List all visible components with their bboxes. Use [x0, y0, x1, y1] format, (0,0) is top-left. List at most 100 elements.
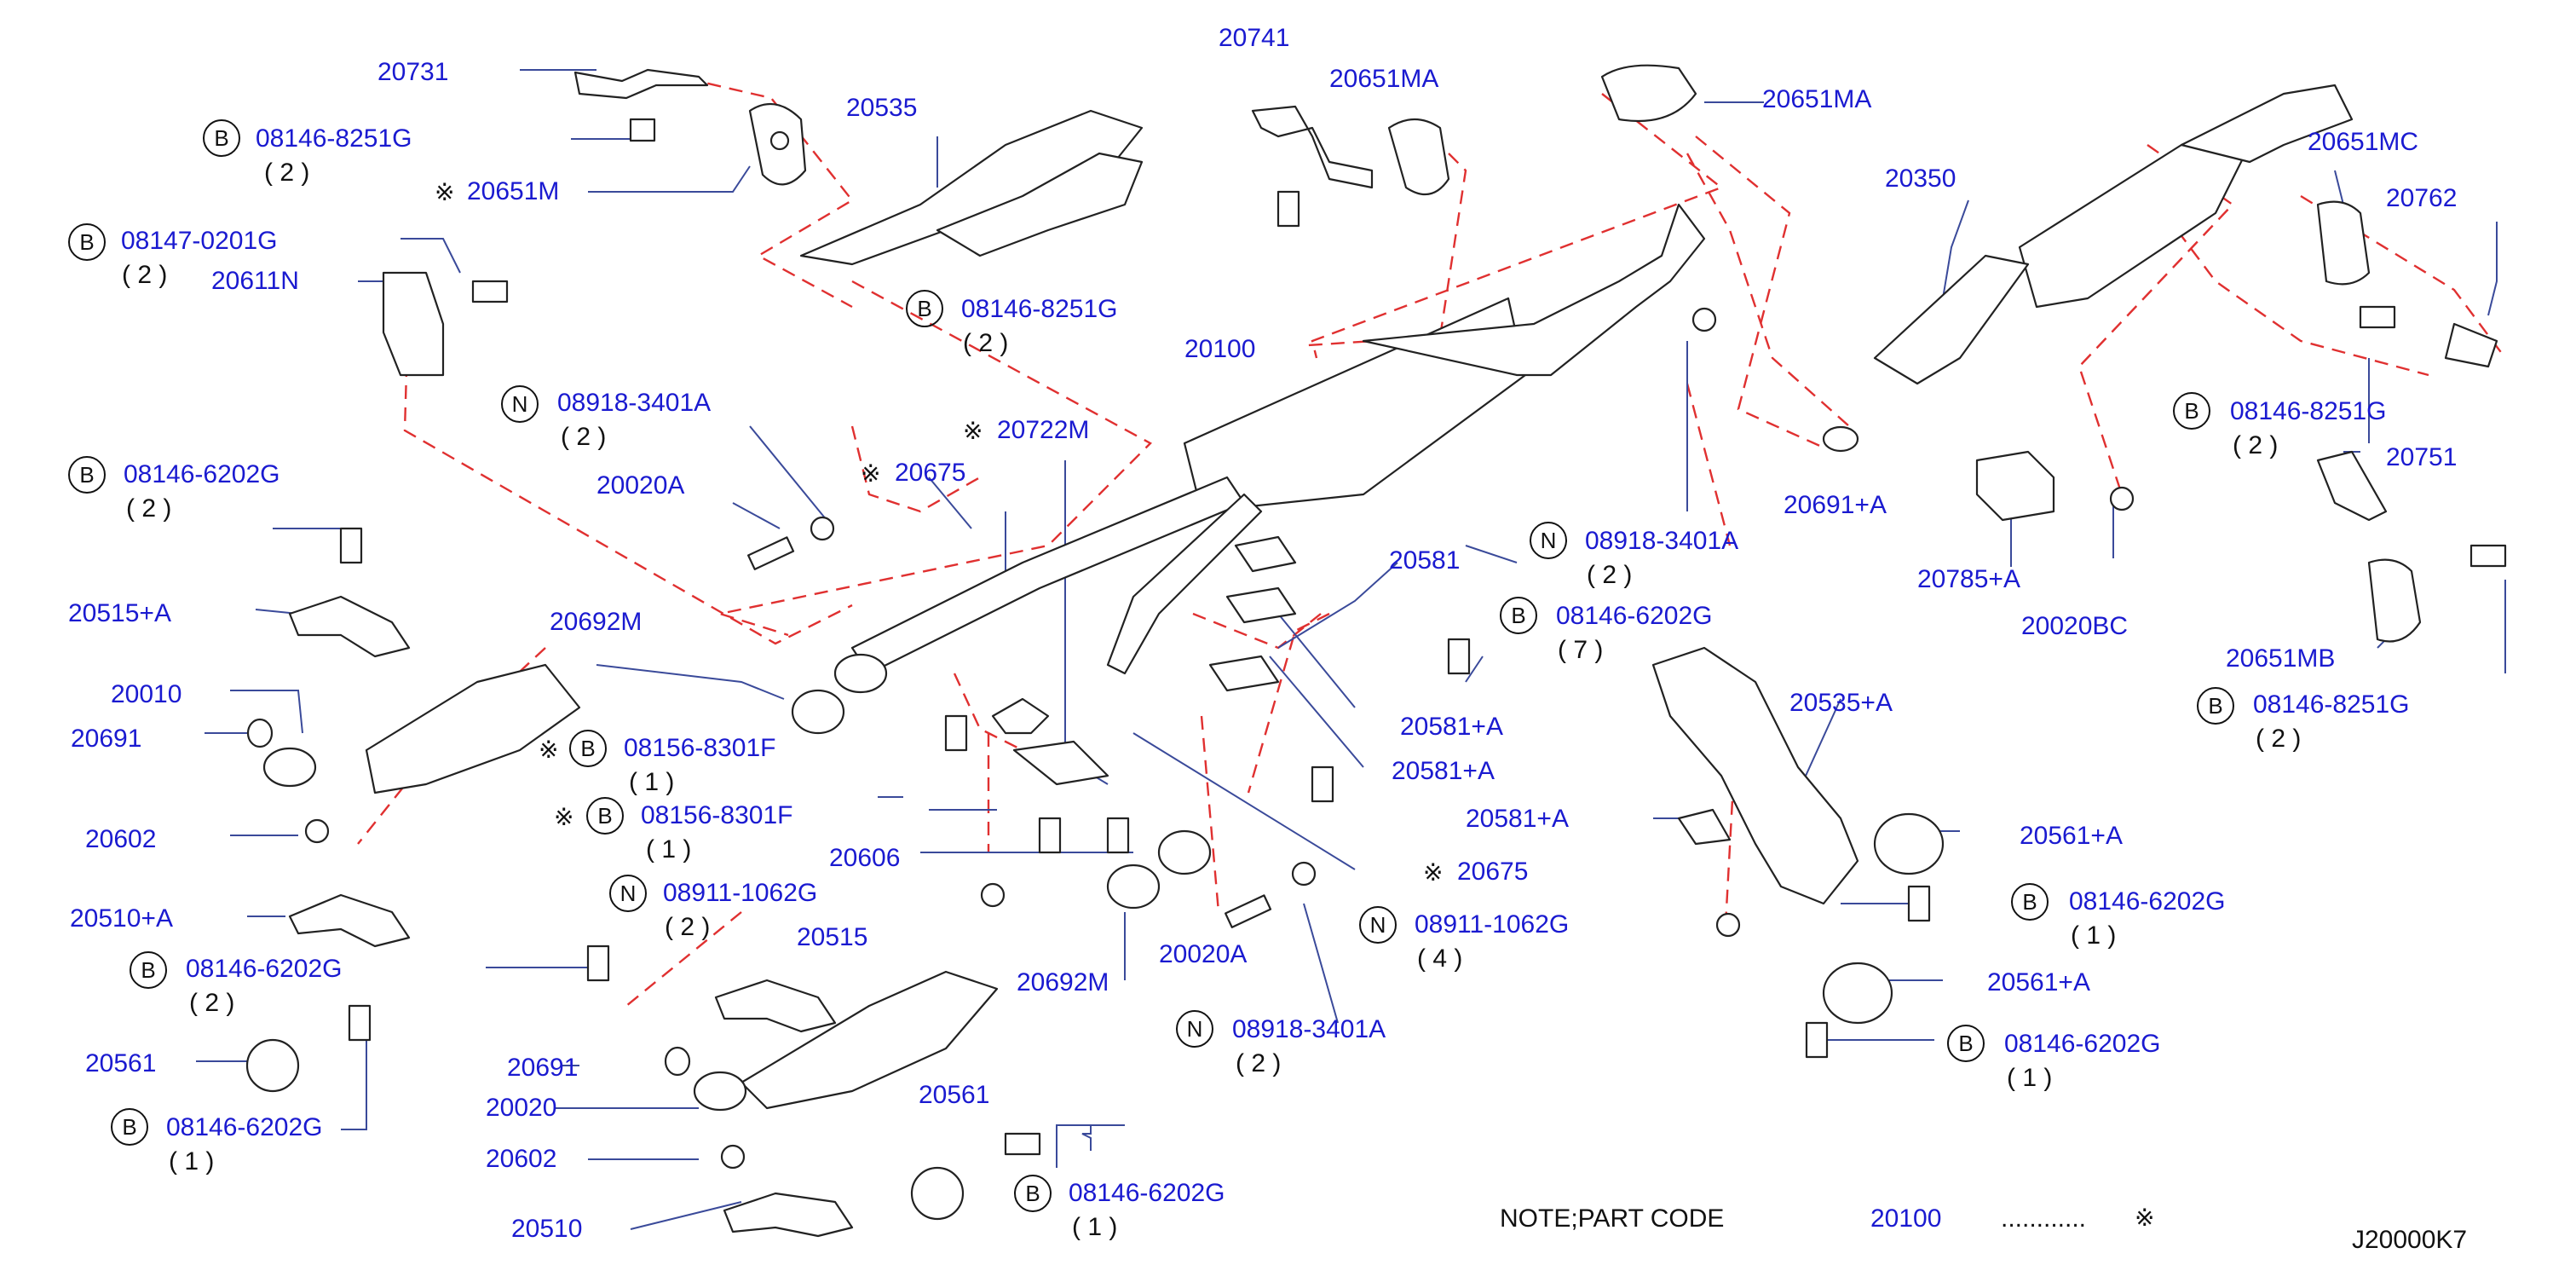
ref-symbol: ※	[1423, 859, 1444, 886]
bolt-symbol: B	[569, 730, 607, 767]
bolt-symbol: B	[68, 223, 106, 261]
label-20581-A: 20581+A	[1392, 757, 1495, 785]
qty: ( 2 )	[126, 494, 172, 523]
label-08146-6202G: 08146-6202G	[1069, 1179, 1225, 1207]
label-20602: 20602	[486, 1145, 557, 1173]
nut-symbol: N	[609, 875, 647, 912]
label-20100: 20100	[1184, 335, 1256, 363]
label-20691: 20691	[71, 725, 142, 753]
note-text: NOTE;PART CODE	[1500, 1204, 1725, 1233]
label-08156-8301F: 08156-8301F	[624, 734, 776, 762]
nut-symbol: N	[1176, 1010, 1213, 1048]
label-08146-6202G: 08146-6202G	[166, 1113, 323, 1141]
note-dots: ............	[2001, 1204, 2087, 1233]
qty: ( 2 )	[264, 159, 310, 187]
label-20692M: 20692M	[550, 608, 643, 636]
label-08146-8251G: 08146-8251G	[256, 124, 412, 153]
note-part-code: 20100	[1870, 1204, 1942, 1233]
bolt-symbol: B	[1947, 1025, 1985, 1062]
label-20691-A: 20691+A	[1784, 491, 1887, 519]
label-20010: 20010	[111, 680, 182, 708]
label-20510-A: 20510+A	[70, 904, 173, 933]
bolt-symbol: B	[1500, 597, 1537, 634]
label-20561: 20561	[919, 1081, 990, 1109]
label-20741: 20741	[1219, 24, 1290, 52]
ref-symbol: ※	[539, 736, 559, 763]
label-08146-6202G: 08146-6202G	[186, 955, 343, 983]
label-20651MB: 20651MB	[2226, 644, 2336, 673]
diagram-code: J20000K7	[2352, 1226, 2468, 1254]
label-20515-A: 20515+A	[68, 599, 171, 627]
bolt-symbol: B	[111, 1108, 148, 1146]
qty: ( 2 )	[1236, 1049, 1282, 1077]
label-08918-3401A: 08918-3401A	[1232, 1015, 1386, 1043]
ref-symbol: ※	[861, 460, 881, 487]
bolt-symbol: B	[586, 797, 624, 835]
label-08918-3401A: 08918-3401A	[557, 389, 712, 417]
bolt-symbol: B	[203, 119, 240, 157]
note-ref-symbol: ※	[2135, 1204, 2155, 1231]
label-08918-3401A: 08918-3401A	[1585, 527, 1739, 555]
label-20561-A: 20561+A	[1987, 968, 2090, 996]
bolt-symbol: B	[130, 951, 167, 989]
label-20581-A: 20581+A	[1466, 805, 1569, 833]
qty: ( 2 )	[561, 423, 607, 451]
qty: ( 1 )	[169, 1147, 215, 1175]
qty: ( 2 )	[665, 913, 711, 941]
label-20606: 20606	[829, 844, 901, 872]
label-08146-6202G: 08146-6202G	[2069, 887, 2226, 916]
parts	[245, 64, 2507, 1238]
label-20692M: 20692M	[1017, 968, 1109, 996]
label-08146-6202G: 08146-6202G	[124, 460, 280, 488]
qty: ( 2 )	[1587, 561, 1633, 589]
label-08911-1062G: 08911-1062G	[663, 879, 818, 907]
qty: ( 2 )	[2256, 725, 2302, 753]
label-08146-8251G: 08146-8251G	[961, 295, 1118, 323]
label-08911-1062G: 08911-1062G	[1415, 910, 1570, 939]
label-08156-8301F: 08156-8301F	[641, 801, 793, 829]
label-20785-A: 20785+A	[1917, 565, 2020, 593]
qty: ( 7 )	[1558, 636, 1604, 664]
label-20581-A: 20581+A	[1400, 713, 1503, 741]
label-20510: 20510	[511, 1215, 583, 1243]
qty: ( 1 )	[629, 768, 675, 796]
label-20020A: 20020A	[596, 471, 685, 500]
label-08146-8251G: 08146-8251G	[2253, 690, 2410, 719]
label-20762: 20762	[2386, 184, 2458, 212]
label-20691: 20691	[507, 1054, 579, 1082]
label-20020: 20020	[486, 1094, 557, 1122]
label-20651M: 20651M	[467, 177, 560, 205]
label-20350: 20350	[1885, 165, 1956, 193]
bolt-symbol: B	[2011, 883, 2049, 921]
nut-symbol: N	[501, 385, 539, 423]
label-20651MC: 20651MC	[2308, 128, 2419, 156]
label-20602: 20602	[85, 825, 157, 853]
qty: ( 2 )	[963, 329, 1009, 357]
ref-symbol: ※	[435, 179, 455, 205]
bolt-symbol: B	[2197, 687, 2234, 725]
qty: ( 1 )	[2007, 1064, 2053, 1092]
bolt-symbol: B	[68, 456, 106, 494]
label-08146-6202G: 08146-6202G	[2004, 1030, 2161, 1058]
label-20535: 20535	[846, 94, 918, 122]
bolt-symbol: B	[1014, 1175, 1052, 1212]
qty: ( 4 )	[1417, 944, 1463, 973]
label-20515: 20515	[797, 923, 868, 951]
label-20020A: 20020A	[1159, 940, 1248, 968]
label-20675: 20675	[1457, 858, 1529, 886]
label-08147-0201G: 08147-0201G	[121, 227, 278, 255]
label-08146-6202G: 08146-6202G	[1556, 602, 1713, 630]
qty: ( 1 )	[1072, 1213, 1118, 1241]
label-20651MA: 20651MA	[1762, 85, 1872, 113]
bolt-symbol: B	[906, 290, 943, 327]
ref-symbol: ※	[963, 418, 983, 444]
qty: ( 1 )	[646, 835, 692, 864]
label-20651MA: 20651MA	[1329, 65, 1439, 93]
nut-symbol: N	[1359, 906, 1397, 944]
label-20020BC: 20020BC	[2021, 612, 2129, 640]
label-20561: 20561	[85, 1049, 157, 1077]
qty: ( 1 )	[2071, 921, 2117, 950]
nut-symbol: N	[1530, 522, 1567, 559]
